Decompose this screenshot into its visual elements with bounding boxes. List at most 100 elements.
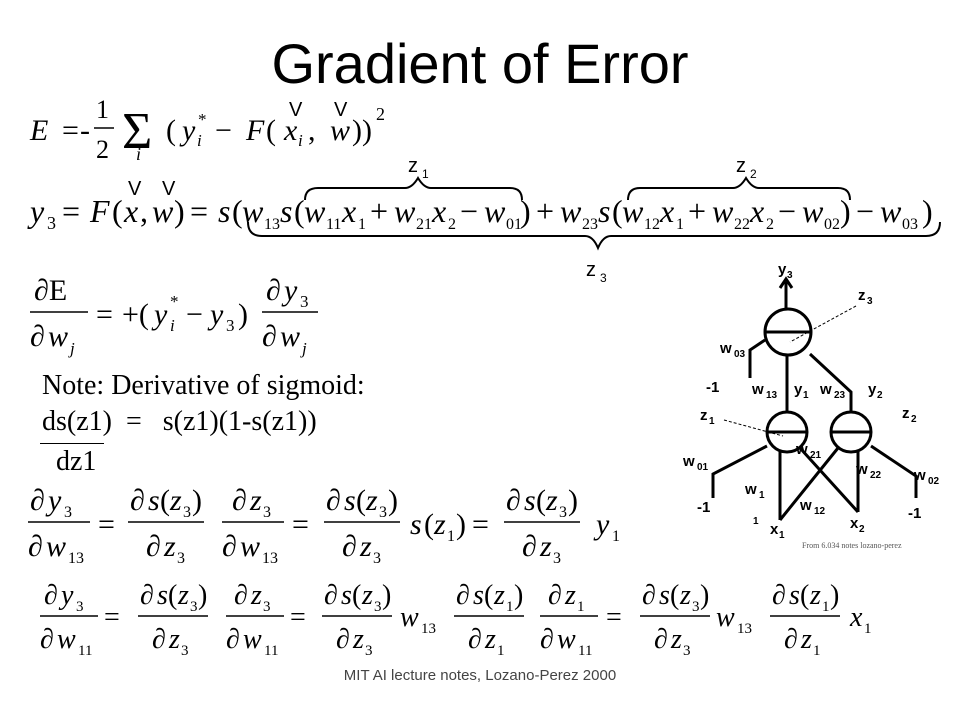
svg-text:=: =	[290, 602, 306, 633]
svg-text:z: z	[433, 508, 446, 541]
svg-text:y: y	[207, 298, 224, 331]
svg-text:*: *	[170, 292, 179, 311]
svg-text:(: (	[800, 580, 809, 611]
svg-text:z: z	[679, 580, 691, 611]
svg-text:): )	[238, 298, 248, 331]
svg-text:(: (	[232, 193, 243, 229]
output-equation: V V y 3 = F ( x , w ) = s ( w 13 s ( w 1…	[27, 178, 933, 233]
svg-text:∂: ∂	[784, 624, 798, 655]
svg-text:13: 13	[421, 621, 436, 637]
svg-text:x: x	[341, 193, 356, 229]
svg-text:1: 1	[803, 390, 809, 401]
svg-text:2: 2	[877, 390, 883, 401]
svg-text:=: =	[96, 298, 113, 331]
svg-text:F: F	[245, 114, 265, 147]
svg-text:2: 2	[766, 216, 774, 233]
svg-text:13: 13	[262, 550, 278, 567]
svg-text:3: 3	[183, 504, 191, 521]
svg-text:(: (	[166, 114, 176, 147]
svg-text:3: 3	[559, 504, 567, 521]
svg-text:13: 13	[737, 621, 752, 637]
svg-text:(: (	[160, 484, 170, 517]
svg-text:-: -	[80, 114, 90, 147]
note-line-3: dz1	[42, 446, 97, 477]
svg-text:z: z	[168, 624, 180, 655]
label-w01: w	[682, 453, 695, 470]
svg-text:): )	[840, 193, 851, 229]
svg-text:y: y	[593, 508, 610, 541]
slide-title: Gradient of Error	[271, 32, 689, 95]
svg-text:1: 1	[497, 643, 505, 659]
svg-text:z: z	[250, 580, 262, 611]
svg-text:∂: ∂	[456, 580, 470, 611]
label-x1: x	[770, 521, 779, 538]
svg-text:j: j	[300, 339, 307, 358]
svg-text:3: 3	[867, 296, 873, 307]
svg-text:z: z	[670, 624, 682, 655]
svg-text:∂: ∂	[506, 484, 521, 517]
svg-text:y: y	[151, 298, 168, 331]
svg-text:03: 03	[902, 216, 918, 233]
svg-text:): )	[192, 484, 202, 517]
svg-text:∂E: ∂E	[34, 274, 67, 307]
svg-text:11: 11	[264, 643, 278, 659]
svg-text:): )	[922, 193, 933, 229]
svg-text:01: 01	[506, 216, 522, 233]
svg-text:j: j	[68, 339, 75, 358]
svg-text:∂: ∂	[28, 530, 43, 563]
svg-text:3: 3	[374, 599, 382, 615]
vector-mark-w: V	[334, 99, 348, 121]
svg-text:w: w	[152, 193, 174, 229]
svg-text:∂: ∂	[540, 624, 554, 655]
svg-text:): )	[700, 580, 709, 611]
svg-text:2: 2	[376, 104, 385, 124]
svg-text:∂: ∂	[336, 624, 350, 655]
svg-text:w: w	[622, 193, 644, 229]
svg-text:): )	[174, 193, 185, 229]
svg-text:): )	[388, 484, 398, 517]
svg-text:z: z	[809, 580, 821, 611]
svg-text:−: −	[856, 193, 874, 229]
svg-text:y: y	[45, 484, 62, 517]
svg-text:3: 3	[47, 213, 56, 233]
label-w21: w	[795, 441, 808, 458]
svg-text:(: (	[356, 484, 366, 517]
svg-text:1: 1	[779, 530, 785, 541]
svg-text:i: i	[136, 144, 141, 164]
svg-text:1: 1	[506, 599, 514, 615]
svg-text:): )	[520, 193, 531, 229]
svg-text:(: (	[168, 580, 177, 611]
svg-text:∂: ∂	[468, 624, 482, 655]
svg-text:i: i	[170, 316, 175, 335]
svg-text:3: 3	[379, 504, 387, 521]
svg-text:1: 1	[813, 643, 821, 659]
svg-text:w: w	[880, 193, 902, 229]
svg-text:w: w	[280, 320, 300, 353]
svg-text:1: 1	[422, 167, 429, 181]
note-fraction-bar	[40, 443, 104, 444]
z2-label: z	[736, 155, 746, 177]
label-w23: w	[819, 381, 832, 398]
svg-text:=: =	[62, 193, 80, 229]
svg-text:z: z	[800, 624, 812, 655]
svg-text:s: s	[410, 508, 422, 541]
svg-text:=: =	[98, 508, 115, 541]
svg-text:∂: ∂	[232, 484, 247, 517]
svg-text:(: (	[612, 193, 623, 229]
label-z2: z	[902, 405, 910, 422]
label-w13: w	[751, 381, 764, 398]
svg-text:2: 2	[448, 216, 456, 233]
svg-text:11: 11	[578, 643, 592, 659]
svg-text:y: y	[179, 114, 196, 147]
svg-text:s: s	[344, 484, 356, 517]
z1-label: z	[408, 155, 418, 177]
svg-text:1: 1	[96, 95, 109, 124]
svg-text:w: w	[304, 193, 326, 229]
svg-text:Σ: Σ	[122, 103, 152, 160]
svg-text:z: z	[361, 580, 373, 611]
svg-text:2: 2	[911, 414, 917, 425]
svg-text:1: 1	[864, 621, 872, 637]
label-y2: y	[868, 381, 877, 398]
svg-text:12: 12	[644, 216, 660, 233]
